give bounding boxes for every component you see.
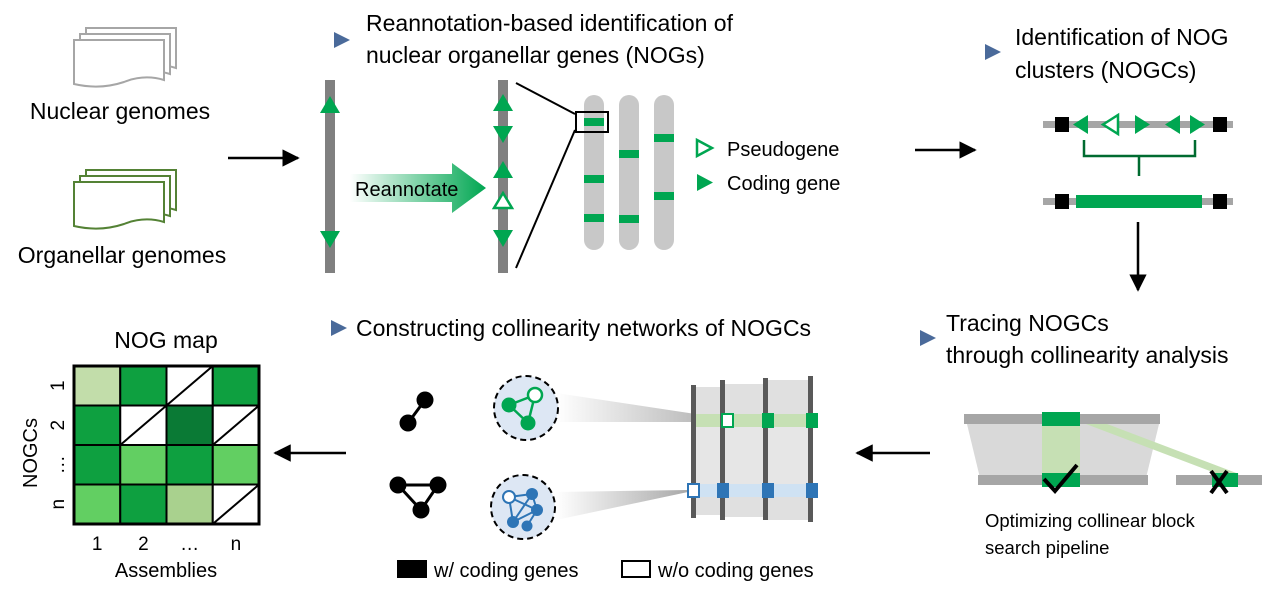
step1-title-marker [334,32,350,48]
nog-map-ylabel: NOGCs [20,418,42,488]
collinear-block-illustration [964,412,1262,495]
zoom-box [575,111,609,133]
nog-map-row-label: 1 [48,380,69,391]
step3-caption-line2: search pipeline [985,537,1109,558]
coding-gene-down-icon [493,126,513,143]
coding-gene-down-icon [493,230,513,247]
nog-map-row-label: 2 [48,420,69,431]
nog-map-cell [73,483,122,525]
nog-map-frame [72,364,261,526]
coding-gene-legend-icon [697,174,713,191]
check-icon [1042,463,1079,495]
nog-map-cell [119,365,168,407]
step3-title-marker [920,330,936,346]
nog-map-col-label: … [180,534,199,555]
organellar-genomes-label: Organellar genomes [18,242,226,268]
nog-map-col-label: n [231,534,242,555]
coding-gene-up-icon [493,94,513,111]
nog-map-cell [211,444,260,486]
zoom-line-top [515,82,576,115]
coding-gene-down-icon [320,231,340,248]
pseudogene-legend-icon [695,137,715,159]
nog-map-cell-diagonal [119,404,168,446]
blue-network-node [490,474,556,540]
step2-title-line2: clusters (NOGCs) [1015,57,1196,83]
cluster-bracket [1082,140,1197,176]
nog-map-cell [211,365,260,407]
nog-map-cell [119,483,168,525]
organellar-genomes-icon [73,169,177,230]
three-node-network-icon [389,476,447,519]
zoom-line-bottom [515,129,576,269]
assembly-collinearity-panel [687,376,818,522]
nog-map-cell [73,365,122,407]
nog-map-row-label: … [48,455,69,474]
coding-gene-legend-label: Coding gene [727,173,840,195]
coding-gene-up-icon [320,96,340,113]
reannotate-label: Reannotate [355,179,458,201]
step3-title-line1: Tracing NOGCs [946,310,1109,336]
chromosome-set [584,95,674,250]
step3-caption-line1: Optimizing collinear block [985,510,1196,531]
cross-icon [1209,469,1229,495]
pseudogene-up-icon [491,190,515,210]
zoom-funnel-top [556,393,722,422]
nog-map-row-label: n [48,499,69,510]
nog-map-cell [165,404,214,446]
two-node-network-icon [399,391,434,432]
nog-map-cell-diagonal [212,404,260,446]
without-coding-legend-icon [621,560,651,578]
nog-map-xlabel: Assemblies [115,560,217,582]
reannotate-arrow [350,163,486,213]
step1-title-line1: Reannotation-based identification of [366,10,734,36]
nog-map-col-label: 1 [92,534,103,555]
merged-cluster-chromosome [1043,194,1233,209]
pseudogene-legend-label: Pseudogene [727,139,839,161]
zoom-funnel-bottom [556,490,688,520]
nog-cluster-chromosome [1043,112,1233,137]
nog-map-cell [73,444,122,486]
nog-map-cell [165,483,214,525]
step4-title: Constructing collinearity networks of NO… [356,315,811,341]
green-network-node [493,375,559,441]
step2-title-line1: Identification of NOG [1015,24,1229,50]
nog-map-title: NOG map [114,327,218,353]
nog-map-cell [73,404,122,446]
nuclear-genomes-label: Nuclear genomes [30,98,210,124]
nuclear-genomes-icon [73,27,177,88]
with-coding-legend-label: w/ coding genes [433,560,579,582]
step3-title-line2: through collinearity analysis [946,342,1229,368]
without-coding-legend-label: w/o coding genes [657,560,814,582]
original-chromosome [325,80,335,273]
nog-map-cell [165,444,214,486]
nog-map-cell-diagonal [212,483,260,525]
nog-map-col-label: 2 [138,534,149,555]
nog-map-cell-diagonal [165,365,214,407]
step2-title-marker [985,44,1001,60]
coding-gene-up-icon [493,161,513,178]
step4-title-marker [331,320,347,336]
step1-title-line2: nuclear organellar genes (NOGs) [366,42,705,68]
nog-map-cell [119,444,168,486]
nog-map-grid [72,364,261,526]
with-coding-legend-icon [397,560,427,578]
